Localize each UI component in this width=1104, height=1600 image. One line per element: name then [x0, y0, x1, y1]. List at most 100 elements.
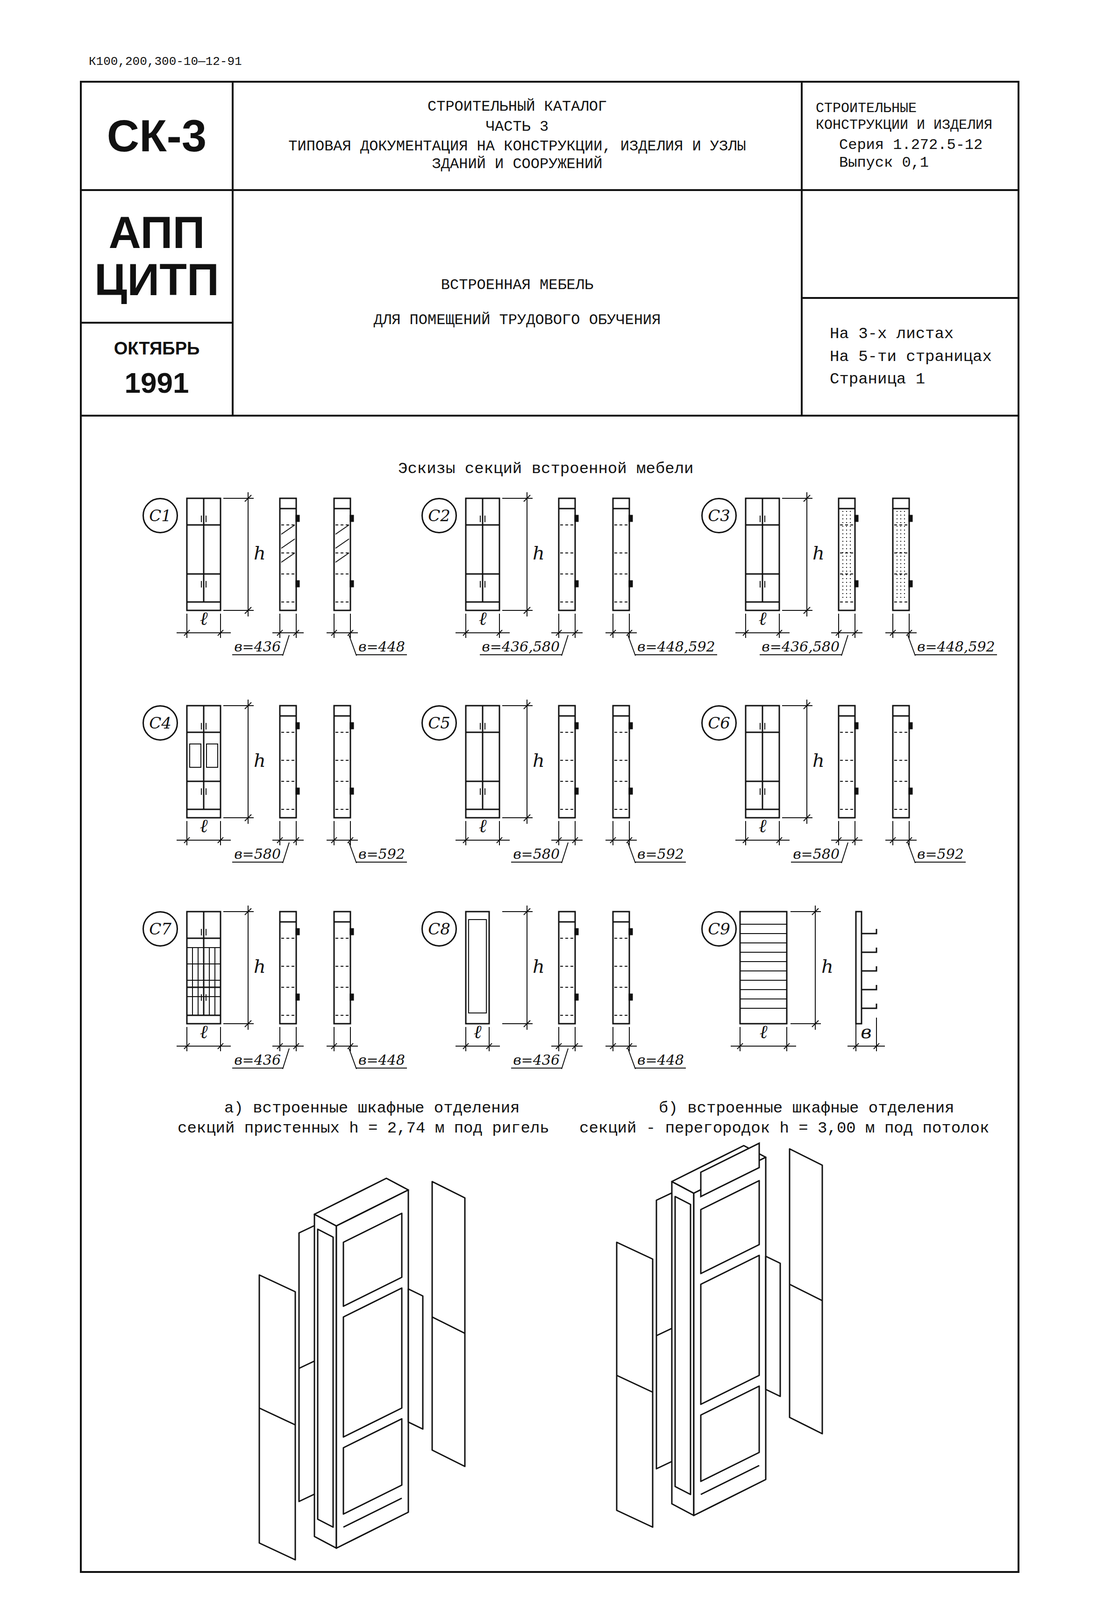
sketch-c8-part — [468, 919, 487, 1014]
sketch-c1-part — [176, 492, 358, 656]
dimension-letter: ℓ — [478, 608, 487, 629]
cell-text: Страница 1 — [806, 370, 926, 390]
cell-text: СТРОИТЕЛЬНЫЕ КОНСТРУКЦИИ И ИЗДЕЛИЯ — [806, 99, 1014, 134]
header-cell: СТРОИТЕЛЬНЫЙ КАТАЛОГЧАСТЬ 3ТИПОВАЯ ДОКУМ… — [232, 81, 802, 191]
callout-circle: С3 — [701, 498, 737, 534]
header-cell: СК-3 — [80, 81, 233, 191]
dimension-letter: h — [532, 542, 545, 564]
dimension-letter: h — [821, 956, 834, 977]
depth-value: в=448,592 — [915, 639, 998, 656]
callout-circle: С6 — [701, 705, 737, 741]
sketch-c7-part — [186, 947, 221, 1016]
depth-value: в=592 — [915, 846, 966, 863]
dimension-letter: ℓ — [199, 815, 208, 837]
header-cell: ОКТЯБРЬ 1991 — [80, 322, 233, 416]
cell-text: Выпуск 0,1 — [806, 154, 929, 172]
sketch-c7 — [176, 905, 358, 1070]
depth-value: в=580 — [790, 846, 842, 863]
callout-circle: С5 — [421, 705, 457, 741]
sketch-c5-part — [455, 699, 637, 864]
cell-text: АПП ЦИТП — [85, 209, 228, 304]
callout-number: С7 — [149, 921, 172, 938]
cell-text: На 5-ти страницах — [806, 347, 992, 367]
sheet-code: К100,200,300-10—12-91 — [88, 55, 243, 69]
depth-value: в=448 — [635, 1052, 686, 1069]
dimension-letter: ℓ — [759, 1021, 768, 1043]
cell-text: ВСТРОЕННАЯ МЕБЕЛЬ — [441, 276, 594, 295]
dimension-letter: ℓ — [758, 815, 767, 837]
sketch-c2 — [455, 492, 637, 656]
section-heading: Эскизы секций встроенной мебели — [398, 460, 694, 478]
callout-number: С8 — [427, 921, 451, 938]
sketch-c4-part — [176, 699, 358, 864]
cell-text: 1991 — [124, 365, 190, 401]
sketch-c3-part — [842, 511, 905, 600]
dimension-letter: h — [812, 542, 825, 564]
cell-text: ТИПОВАЯ ДОКУМЕНТАЦИЯ НА КОНСТРУКЦИИ, ИЗД… — [264, 137, 770, 174]
callout-circle: С2 — [421, 498, 457, 534]
dimension-letter: ℓ — [473, 1021, 482, 1043]
callout-number: С2 — [427, 507, 451, 524]
sketch-c9-part — [855, 911, 862, 1025]
sketch-c3-part — [735, 492, 917, 656]
sketch-c6-part — [735, 699, 917, 864]
partition-top-box — [700, 1143, 760, 1197]
callout-number: С3 — [707, 507, 731, 524]
callout-circle: С7 — [142, 911, 179, 948]
dimension-letter: ℓ — [199, 1021, 208, 1043]
cell-text: ЧАСТЬ 3 — [485, 118, 549, 136]
dimension-letter: h — [253, 750, 266, 771]
assembly-partition — [616, 1146, 823, 1528]
callout-circle: С9 — [701, 911, 737, 948]
callout-number: С4 — [149, 715, 172, 732]
sketch-c8-part — [465, 911, 490, 1025]
sketch-c8-part — [551, 1027, 637, 1070]
sketch-c1 — [176, 492, 358, 656]
sheet-frame — [80, 81, 1019, 1573]
sketch-c8 — [455, 905, 637, 1070]
sketch-c4-part — [189, 744, 218, 768]
dimension-letter: h — [812, 750, 825, 771]
depth-value: в=580 — [511, 846, 562, 863]
sketch-c4 — [176, 699, 358, 864]
depth-value: в=436 — [232, 1052, 283, 1069]
callout-number: С1 — [149, 507, 172, 524]
header-cell: На 3-х листах На 5-ти страницахСтраница 1 — [801, 298, 1019, 416]
partition-top-box-part — [700, 1143, 760, 1197]
header-cell: ВСТРОЕННАЯ МЕБЕЛЬ ДЛЯ ПОМЕЩЕНИЙ ТРУДОВОГО… — [232, 190, 802, 416]
depth-value: в=436 — [232, 639, 283, 656]
depth-value: в=592 — [356, 846, 407, 863]
depth-value: в=448,592 — [635, 639, 718, 656]
sketch-c5 — [455, 699, 637, 864]
caption: б) встроенные шкафные отделения секций -… — [579, 1098, 1000, 1139]
cell-text: ДЛЯ ПОМЕЩЕНИЙ ТРУДОВОГО ОБУЧЕНИЯ — [373, 311, 662, 330]
assembly-wall — [259, 1178, 465, 1561]
dimension-letter: ℓ — [478, 815, 487, 837]
sketch-c8-part — [612, 911, 633, 1025]
sheet-frame-part — [80, 81, 1019, 1573]
depth-value: в=436,580 — [479, 639, 562, 656]
dimension-letter: h — [253, 956, 266, 977]
cell-text: СК-3 — [106, 108, 207, 163]
caption: а) встроенные шкафные отделения секций п… — [177, 1098, 570, 1139]
callout-circle: С4 — [142, 705, 179, 741]
cell-text: На 3-х листах — [806, 324, 954, 344]
sketch-c9 — [730, 905, 885, 1052]
depth-value: в=448 — [356, 639, 407, 656]
header-cell: АПП ЦИТП — [80, 190, 233, 323]
dimension-letter: h — [532, 956, 545, 977]
dimension-letter: ℓ — [758, 608, 767, 629]
cell-text: Серия 1.272.5-12 — [806, 136, 983, 155]
dimension-letter: ℓ — [199, 608, 208, 629]
depth-value: в=448 — [356, 1052, 407, 1069]
sheet-frame-part — [80, 190, 1019, 323]
sketch-c9-part — [740, 924, 787, 1009]
sketch-c6 — [735, 699, 917, 864]
depth-value: в=592 — [635, 846, 686, 863]
sketch-c1-part — [281, 525, 350, 563]
cell-text: ОКТЯБРЬ — [113, 338, 200, 360]
callout-number: С9 — [707, 921, 731, 938]
sketch-c8-part — [502, 905, 533, 1031]
dimension-letter: h — [253, 542, 266, 564]
